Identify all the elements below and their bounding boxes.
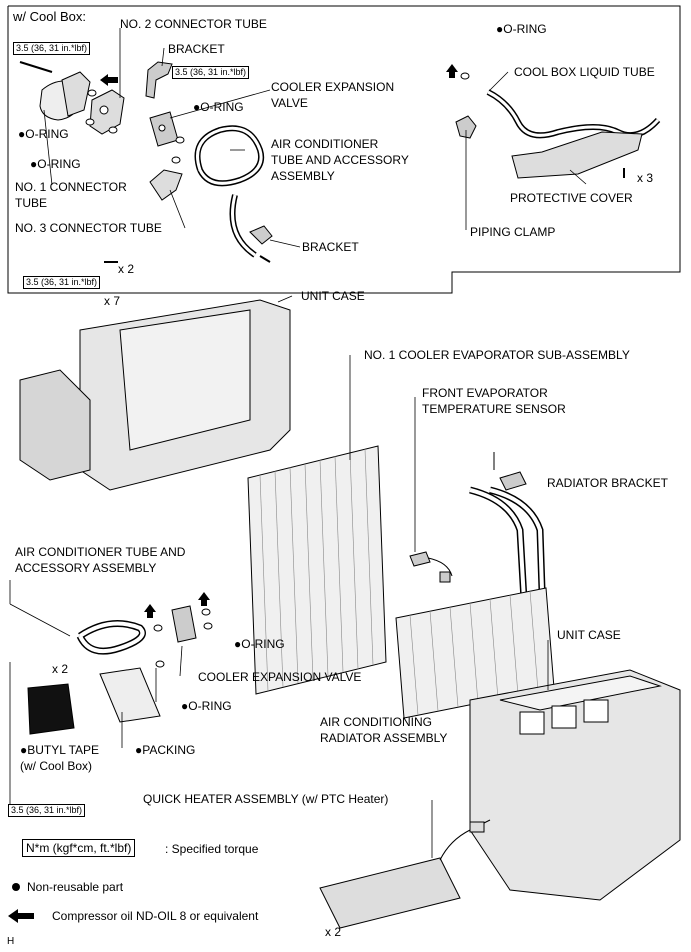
evaporator-core-part [247,445,387,695]
label-packing: ●PACKING [135,743,196,757]
no2-connector-tube-part [89,89,125,135]
legend-nonreusable: Non-reusable part [27,880,124,894]
label-front-evap-sensor1: FRONT EVAPORATOR [422,386,548,400]
unit-case-upper-part [19,299,291,491]
torque-box-2: 3.5 (36, 31 in.*lbf) [172,66,250,79]
label-x2-bottom: x 2 [325,925,342,939]
torque-box-3: 3.5 (36, 31 in.*lbf) [23,276,101,289]
protective-cover-part [511,131,643,179]
label-radiator-bracket: RADIATOR BRACKET [547,476,668,490]
label-x2-lower: x 2 [52,662,69,676]
label-no1-connector-tube1: NO. 1 CONNECTOR [15,180,127,194]
label-x3: x 3 [637,171,654,185]
label-oring-right-top: ●O-RING [496,22,547,36]
packing-part [99,667,161,723]
leader-lines-top [43,28,587,248]
front-evaporator-sensor-part [409,551,453,583]
radiator-bracket-part [493,452,527,491]
oring-marks-top [85,72,470,164]
no1-connector-tube-part [19,61,91,121]
label-cool-box-liquid-tube: COOL BOX LIQUID TUBE [514,65,655,79]
nonreusable-dot-legend [12,883,20,891]
label-no2-connector-tube: NO. 2 CONNECTOR TUBE [120,17,267,31]
bracket-top-part [145,61,173,99]
cooler-expansion-valve-top-part [149,111,179,147]
label-x7: x 7 [104,294,121,308]
label-ac-radiator2: RADIATOR ASSEMBLY [320,731,448,745]
label-unit-case-lower: UNIT CASE [557,628,621,642]
label-butyl-tape2: (w/ Cool Box) [20,759,93,773]
torque-box-1: 3.5 (36, 31 in.*lbf) [13,42,91,55]
label-ac-tube-top3: ASSEMBLY [271,169,335,183]
piping-clamp-part [455,115,477,139]
label-butyl-tape1: ●BUTYL TAPE [20,743,100,757]
footer-code: H [7,936,15,947]
legend-compressor-oil: Compressor oil ND-OIL 8 or equivalent [52,909,259,923]
label-ac-tube-top1: AIR CONDITIONER [271,137,379,151]
label-cooler-exp-valve-top: COOLER EXPANSION [271,80,395,94]
no3-connector-tube-part [149,169,183,201]
label-oring-top-mid: ●O-RING [193,100,244,114]
label-ac-tube-top2: TUBE AND ACCESSORY [271,153,409,167]
unit-case-lower-part [469,669,681,901]
section-title: w/ Cool Box: [13,9,86,24]
label-front-evap-sensor2: TEMPERATURE SENSOR [422,402,566,416]
label-ac-radiator1: AIR CONDITIONING [320,715,433,729]
cooler-expansion-valve-lower-part [171,605,197,643]
label-oring-left1: ●O-RING [18,127,69,141]
label-no1-cooler-evap: NO. 1 COOLER EVAPORATOR SUB-ASSEMBLY [364,348,630,362]
label-ac-tube-lower1: AIR CONDITIONER TUBE AND [15,545,186,559]
label-x2-top: x 2 [118,262,135,276]
butyl-tape-part [27,683,75,735]
ac-tube-top-part [194,125,264,258]
leader-lines-lower [9,580,183,806]
label-oring-lower-mid: ●O-RING [181,699,232,713]
label-cooler-exp-valve-lower: COOLER EXPANSION VALVE [198,670,362,684]
label-ac-tube-lower2: ACCESSORY ASSEMBLY [15,561,157,575]
label-bracket-top: BRACKET [168,42,225,56]
label-quick-heater: QUICK HEATER ASSEMBLY (w/ PTC Heater) [143,792,389,806]
quick-heater-part [319,819,491,929]
label-bracket-mid: BRACKET [302,240,359,254]
label-cooler-exp-valve-top2: VALVE [271,96,308,110]
label-no3-connector-tube: NO. 3 CONNECTOR TUBE [15,221,162,235]
ac-tube-top-outline [196,126,263,257]
label-piping-clamp: PIPING CLAMP [470,225,556,239]
label-oring-left2: ●O-RING [30,157,81,171]
label-no1-connector-tube2: TUBE [15,196,48,210]
compressor-oil-arrows [8,64,458,923]
legend-torque-desc: : Specified torque [165,842,259,856]
oring-marks-lower [153,608,213,668]
label-unit-case-top: UNIT CASE [301,289,365,303]
bracket-mid-part [249,225,273,245]
label-protective-cover: PROTECTIVE COVER [510,191,633,205]
legend-torque-unit: N*m (kgf*cm, ft.*lbf) [22,839,136,857]
bolts-top [104,168,625,263]
ac-radiator-part [395,587,555,719]
label-oring-lower-right: ●O-RING [234,637,285,651]
torque-box-4: 3.5 (36, 31 in.*lbf) [8,804,86,817]
